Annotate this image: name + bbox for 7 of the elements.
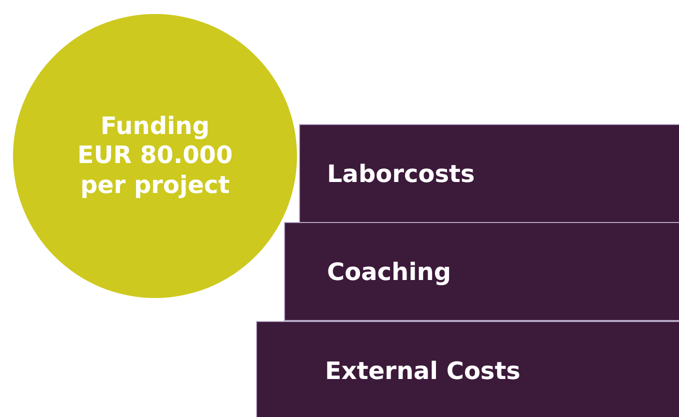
cost-label: Coaching (327, 258, 452, 286)
cost-bar (256, 321, 679, 417)
cost-bar (299, 124, 679, 223)
cost-label: External Costs (325, 357, 520, 385)
cost-bar (284, 222, 679, 321)
cost-label: Laborcosts (327, 160, 475, 188)
funding-text: Funding EUR 80.000 per project (76, 112, 234, 200)
